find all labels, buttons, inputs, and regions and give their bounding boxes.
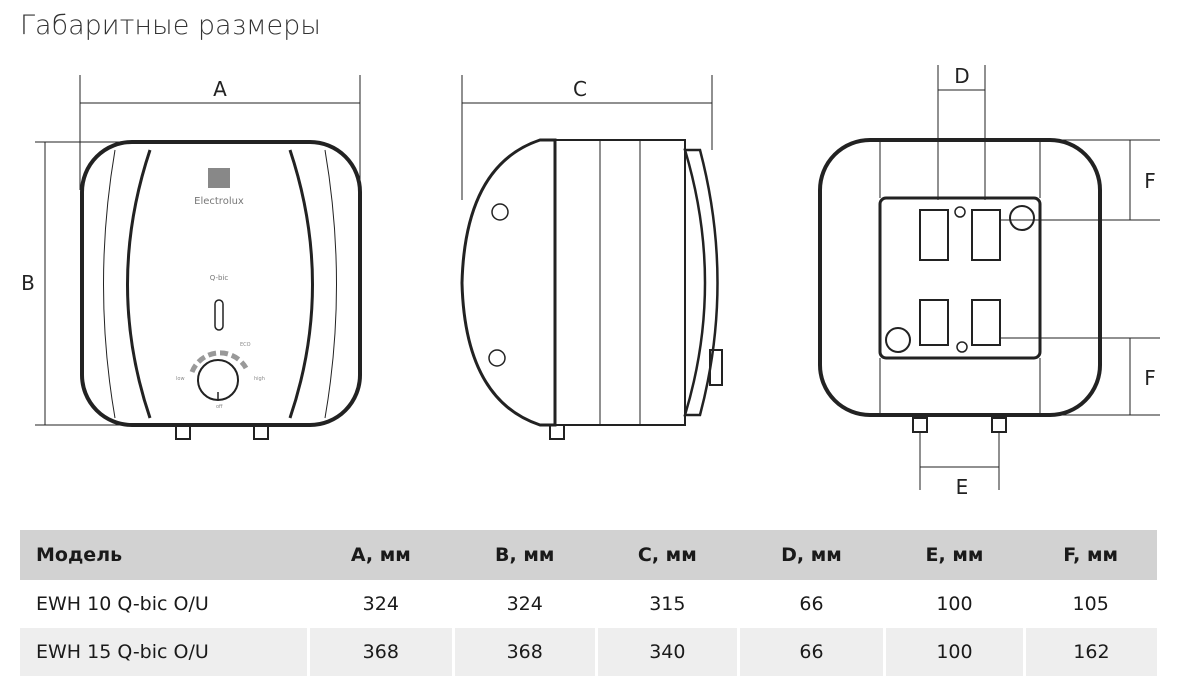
table-row: EWH 15 Q-bic O/U 368 368 340 66 100 162 xyxy=(20,628,1157,676)
dim-label-d: D xyxy=(954,64,969,88)
dim-label-c: C xyxy=(573,77,587,101)
cell-f: 162 xyxy=(1022,628,1157,676)
high-text: high xyxy=(254,376,265,382)
low-text: low xyxy=(176,376,185,382)
table-row: EWH 10 Q-bic O/U 324 324 315 66 100 105 xyxy=(20,580,1157,628)
cell-b: 324 xyxy=(506,593,543,615)
cell-c: 340 xyxy=(594,628,739,676)
cell-f: 105 xyxy=(1072,593,1109,615)
cell-d: 66 xyxy=(736,628,885,676)
cell-c: 315 xyxy=(649,593,686,615)
dim-label-e: E xyxy=(956,475,969,499)
dimension-drawing: A B Electrolux Q-bic ECO low high off C xyxy=(21,64,1160,499)
header-c: C, мм xyxy=(596,530,739,580)
dim-label-f-bottom: F xyxy=(1144,366,1156,390)
dim-label-b: B xyxy=(21,271,35,295)
off-text: off xyxy=(216,404,223,410)
header-model: Модель xyxy=(20,530,309,580)
header-d: D, мм xyxy=(738,530,885,580)
header-e: E, мм xyxy=(884,530,1025,580)
dim-label-f-top: F xyxy=(1144,169,1156,193)
model-text: Q-bic xyxy=(210,274,229,282)
brand-text: Electrolux xyxy=(194,196,244,207)
page-title: Габаритные размеры xyxy=(20,10,321,41)
header-f: F, мм xyxy=(1024,530,1157,580)
header-a: A, мм xyxy=(308,530,454,580)
dimensions-table: Модель A, мм B, мм C, мм D, мм E, мм F, … xyxy=(20,530,1157,676)
cell-model: EWH 15 Q-bic O/U xyxy=(20,628,309,676)
cell-d: 66 xyxy=(799,593,824,615)
cell-b: 368 xyxy=(451,628,597,676)
cell-a: 324 xyxy=(362,593,399,615)
eco-text: ECO xyxy=(240,342,251,348)
cell-model: EWH 10 Q-bic O/U xyxy=(36,593,209,615)
back-view: D F F E xyxy=(818,64,1160,499)
cell-e: 100 xyxy=(936,593,973,615)
cell-a: 368 xyxy=(307,628,454,676)
front-view: A B Electrolux Q-bic ECO low high off xyxy=(21,75,362,440)
header-b: B, мм xyxy=(453,530,597,580)
dim-label-a: A xyxy=(213,77,227,101)
side-view: C xyxy=(460,75,723,440)
cell-e: 100 xyxy=(883,628,1025,676)
